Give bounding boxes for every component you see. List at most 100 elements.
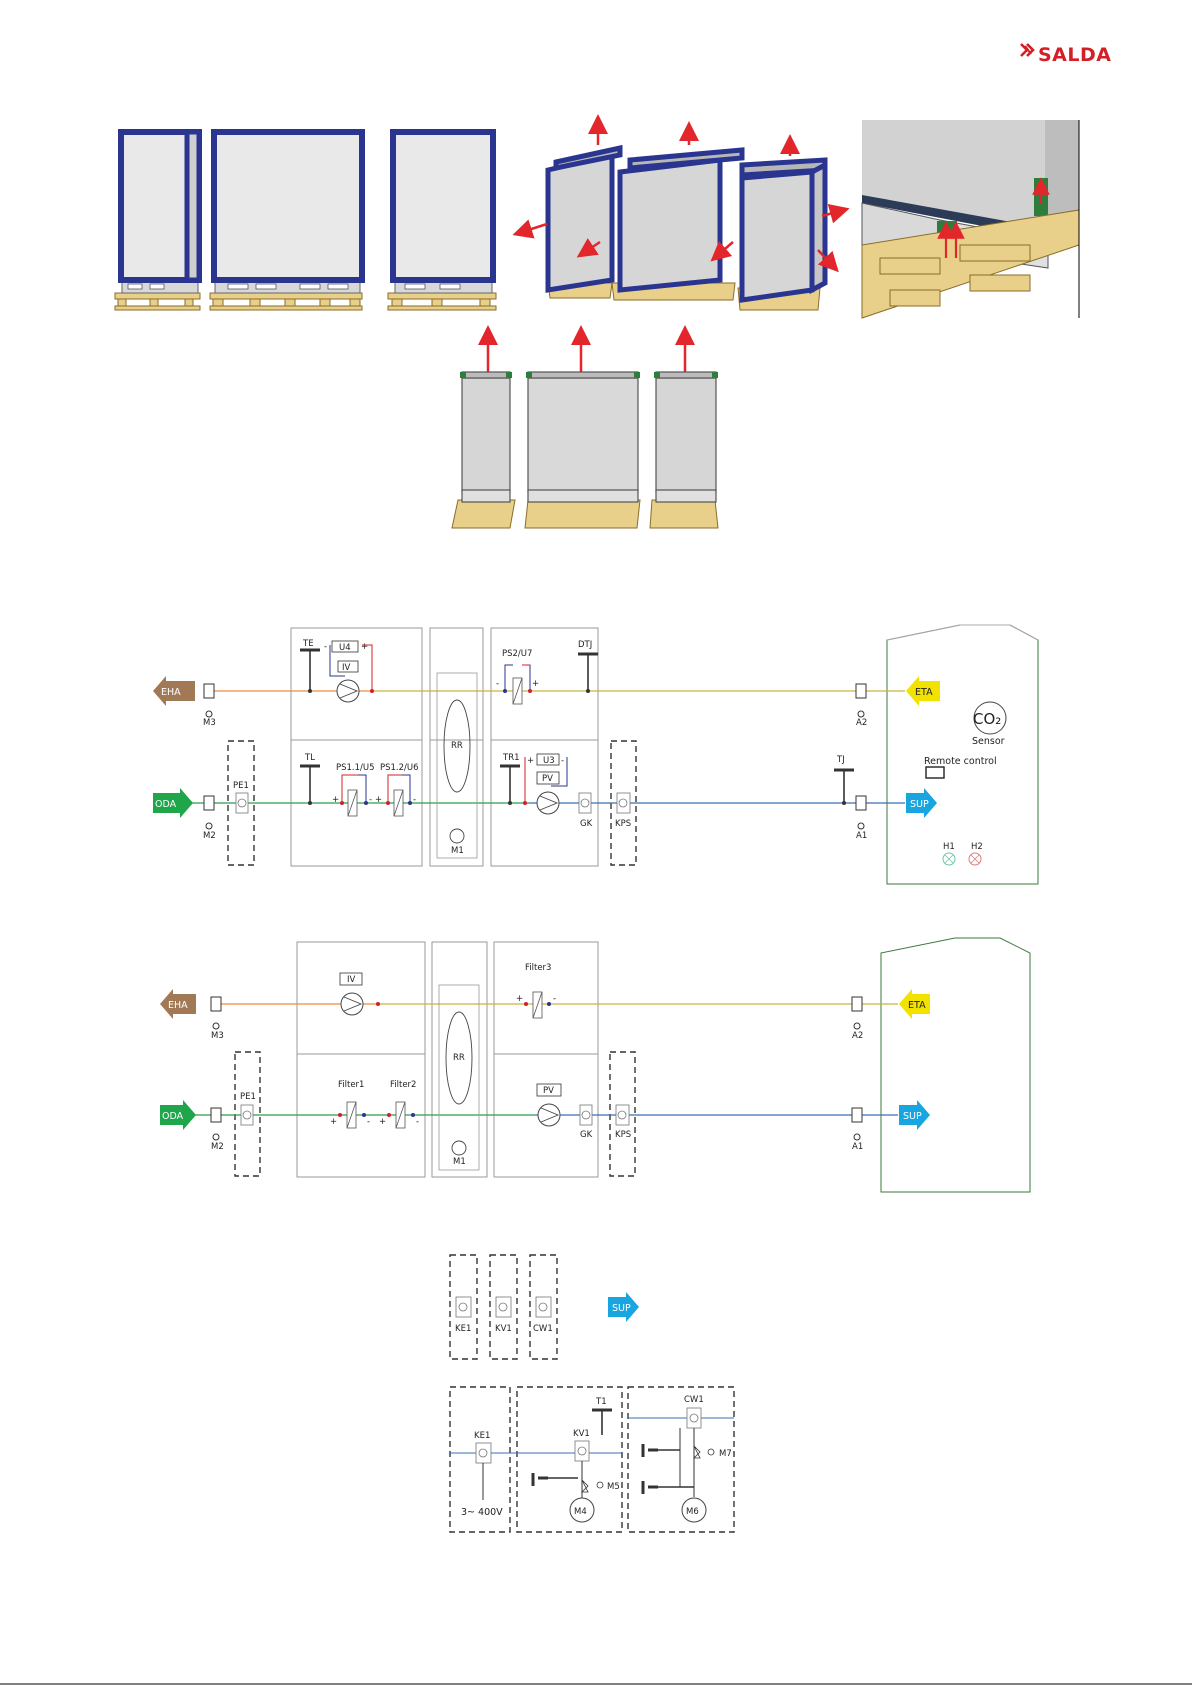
sup-arrow-3: SUP: [608, 1292, 639, 1322]
svg-text:SUP: SUP: [903, 1111, 922, 1122]
svg-text:M6: M6: [686, 1507, 699, 1517]
svg-text:TJ: TJ: [836, 755, 845, 765]
svg-text:KE1: KE1: [455, 1324, 471, 1334]
supply-fan-icon: [537, 792, 559, 814]
svg-text:CW1: CW1: [684, 1395, 704, 1405]
svg-text:M4: M4: [574, 1507, 587, 1517]
svg-text:M1: M1: [451, 846, 464, 856]
svg-text:+: +: [330, 1117, 337, 1127]
salda-logo: SALDA: [1021, 44, 1111, 66]
svg-text:PV: PV: [542, 774, 553, 784]
oda-arrow-2: ODA: [160, 1100, 196, 1130]
eha-arrow-1: EHA: [153, 676, 195, 706]
svg-text:A1: A1: [852, 1142, 863, 1152]
svg-text:-: -: [416, 1117, 419, 1127]
svg-text:+: +: [361, 642, 368, 652]
svg-text:U4: U4: [339, 643, 351, 653]
svg-text:T1: T1: [595, 1397, 607, 1407]
svg-text:-: -: [413, 795, 416, 805]
svg-text:M1: M1: [453, 1157, 466, 1167]
sup-arrow-2: SUP: [899, 1100, 930, 1130]
oda-arrow-1: ODA: [153, 788, 193, 818]
svg-text:-: -: [324, 642, 327, 652]
salda-logo-text: SALDA: [1038, 44, 1111, 66]
eta-arrow-1: ETA: [906, 676, 940, 706]
schematic-3: KE1 KV1 CW1 SUP KE1 3~ 400V T1 KV1 M5: [450, 1255, 734, 1532]
exhaust-fan-icon: [337, 680, 359, 702]
svg-text:ETA: ETA: [908, 1000, 926, 1011]
svg-text:3~ 400V: 3~ 400V: [461, 1507, 503, 1518]
svg-text:H1: H1: [943, 842, 955, 852]
svg-text:ODA: ODA: [155, 799, 177, 810]
svg-text:Remote control: Remote control: [924, 756, 997, 767]
svg-text:TL: TL: [304, 753, 315, 763]
svg-text:Filter2: Filter2: [390, 1080, 416, 1090]
svg-text:M3: M3: [203, 718, 216, 728]
svg-text:+: +: [379, 1117, 386, 1127]
eha-arrow-2: EHA: [160, 989, 196, 1019]
rotor-motor-icon: [450, 829, 464, 843]
svg-text:KPS: KPS: [615, 1130, 631, 1140]
svg-text:+: +: [375, 795, 382, 805]
svg-text:M3: M3: [211, 1031, 224, 1041]
svg-text:A1: A1: [856, 831, 867, 841]
svg-text:M2: M2: [203, 831, 216, 841]
svg-text:ETA: ETA: [915, 687, 933, 698]
sup-arrow-1: SUP: [906, 788, 937, 818]
eta-arrow-2: ETA: [899, 989, 930, 1019]
svg-text:PS2/U7: PS2/U7: [502, 649, 532, 659]
svg-text:A2: A2: [852, 1031, 863, 1041]
svg-text:SUP: SUP: [910, 799, 929, 810]
svg-text:RR: RR: [451, 741, 463, 751]
svg-text:H2: H2: [971, 842, 983, 852]
svg-text:EHA: EHA: [168, 1000, 188, 1011]
svg-text:-: -: [496, 679, 499, 689]
salda-logo-mark-icon: [1021, 44, 1033, 56]
svg-text:M5: M5: [607, 1482, 620, 1492]
svg-text:GK: GK: [580, 1130, 593, 1140]
unit-photo-framed: [115, 132, 496, 310]
svg-text:SUP: SUP: [612, 1303, 631, 1314]
room-outline: [887, 625, 1038, 884]
remote-control-icon: [926, 767, 944, 778]
svg-text:KV1: KV1: [573, 1429, 590, 1439]
svg-text:PE1: PE1: [240, 1092, 256, 1102]
unit-photo-closeup: [862, 120, 1079, 318]
svg-text:TE: TE: [302, 639, 314, 649]
svg-text:EHA: EHA: [161, 687, 181, 698]
svg-text:Sensor: Sensor: [972, 736, 1005, 747]
svg-text:RR: RR: [453, 1053, 465, 1063]
svg-text:A2: A2: [856, 718, 867, 728]
svg-text:IV: IV: [342, 663, 351, 673]
svg-text:PS1.2/U6: PS1.2/U6: [380, 763, 419, 773]
supply-fan-module: [491, 628, 598, 866]
svg-text:-: -: [561, 756, 564, 766]
svg-text:-: -: [369, 795, 372, 805]
svg-text:+: +: [532, 679, 539, 689]
svg-text:Filter1: Filter1: [338, 1080, 364, 1090]
svg-text:KPS: KPS: [615, 819, 631, 829]
te-sensor-icon: [300, 650, 320, 691]
svg-text:M2: M2: [211, 1142, 224, 1152]
unit-photo-lifting: [522, 124, 840, 310]
svg-text:-: -: [553, 994, 556, 1004]
unit-photo-bare: [452, 335, 718, 528]
svg-text:KE1: KE1: [474, 1431, 490, 1441]
svg-text:PV: PV: [543, 1086, 554, 1096]
svg-text:PE1: PE1: [233, 781, 249, 791]
svg-text:+: +: [516, 994, 523, 1004]
svg-text:CO₂: CO₂: [973, 710, 1001, 728]
schematic-2: EHA ODA ETA SUP M3 M2 A2 A1 PE1 IV: [160, 938, 1030, 1192]
svg-text:ODA: ODA: [162, 1111, 184, 1122]
svg-text:CW1: CW1: [533, 1324, 553, 1334]
schematic-1: EHA ODA ETA SUP M3 M2 A2 A1 PE1: [153, 625, 1038, 884]
svg-text:TR1: TR1: [502, 753, 520, 763]
svg-text:KV1: KV1: [495, 1324, 512, 1334]
svg-text:U3: U3: [543, 756, 555, 766]
svg-text:DTJ: DTJ: [578, 640, 592, 650]
svg-text:PS1.1/U5: PS1.1/U5: [336, 763, 375, 773]
svg-text:M7: M7: [719, 1449, 732, 1459]
svg-text:GK: GK: [580, 819, 593, 829]
svg-text:Filter3: Filter3: [525, 963, 551, 973]
